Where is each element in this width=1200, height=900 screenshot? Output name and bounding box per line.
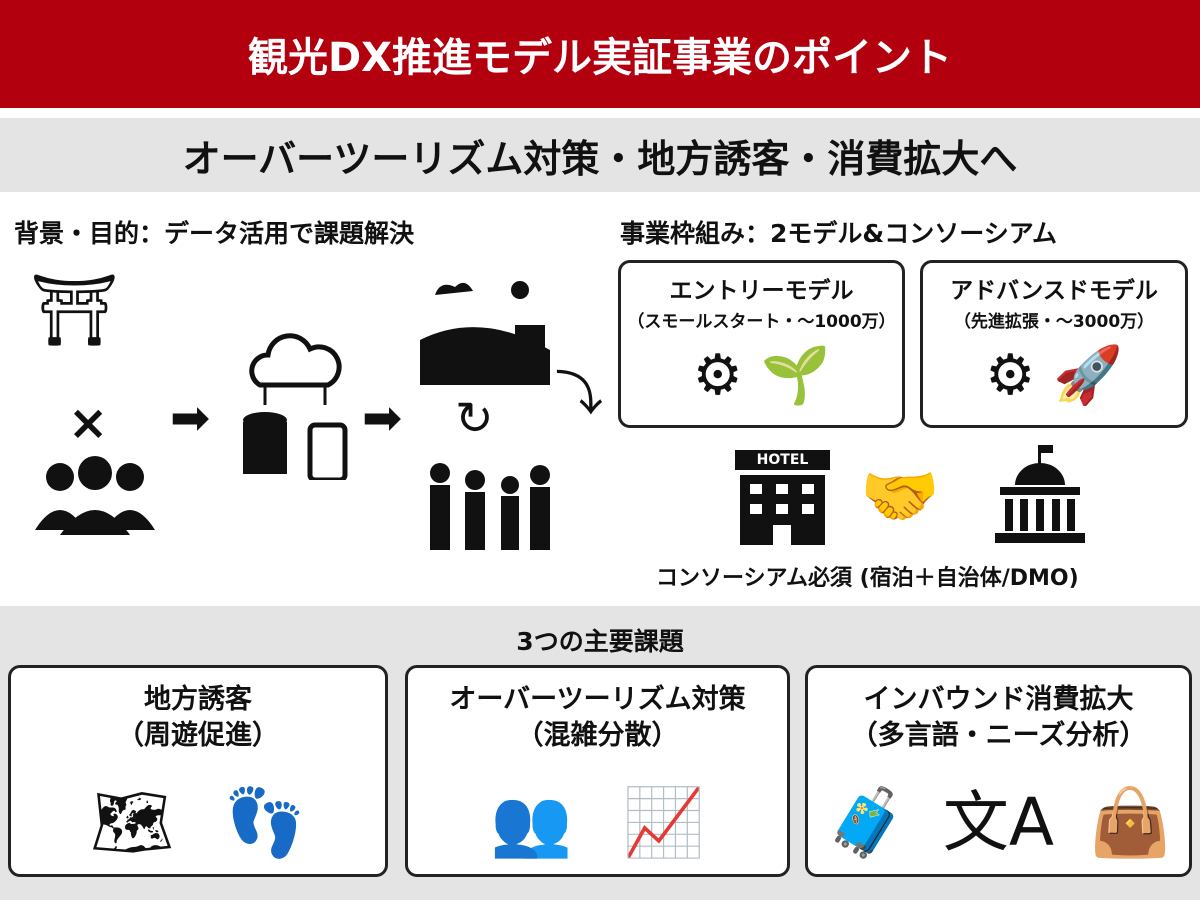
arrow-right-icon: ➡ bbox=[170, 390, 211, 446]
advanced-model-sub: （先進拡張・～3000万） bbox=[953, 312, 1155, 332]
handshake-icon: 🤝 bbox=[860, 460, 940, 534]
cheering-people-icon bbox=[420, 455, 560, 559]
issue-card-overtourism: オーバーツーリズム対策 （混雑分散） 👥 📈 bbox=[405, 665, 790, 877]
header-title: 観光DX推進モデル実証事業のポイント bbox=[0, 0, 1200, 108]
cloud-database-phone-icon bbox=[240, 330, 350, 489]
issue-sub: （混雑分散） bbox=[516, 720, 679, 751]
shopping-bag-icon: 👜 bbox=[1089, 784, 1172, 861]
arrow-right-icon: ➡ bbox=[362, 390, 403, 446]
background-heading: 背景・目的：データ活用で課題解決 bbox=[14, 219, 415, 248]
issue-sub: （多言語・ニーズ分析） bbox=[850, 720, 1147, 751]
framework-heading: 事業枠組み：2モデル&コンソーシアム bbox=[620, 219, 1057, 248]
multiply-sign: × bbox=[68, 395, 109, 451]
translate-icon: 文A bbox=[942, 784, 1055, 861]
subtitle: オーバーツーリズム対策・地方誘客・消費拡大へ bbox=[0, 118, 1200, 192]
consortium-label: コンソーシアム必須 (宿泊＋自治体/DMO) bbox=[656, 566, 1079, 591]
issue-card-inbound: インバウンド消費拡大 （多言語・ニーズ分析） 🧳 文A 👜 bbox=[805, 665, 1192, 877]
entry-model-sub: （スモールスタート・～1000万） bbox=[627, 312, 896, 332]
people-group-icon bbox=[30, 455, 160, 547]
advanced-model-card: アドバンスドモデル （先進拡張・～3000万） ⚙ 🚀 bbox=[920, 260, 1188, 428]
crowd-dispersal-icon: 👥 bbox=[490, 784, 573, 861]
advanced-model-title: アドバンスドモデル bbox=[950, 278, 1158, 304]
hotel-icon: HOTEL bbox=[735, 450, 830, 545]
map-pin-icon: 🗺 bbox=[90, 784, 174, 861]
countryside-icon bbox=[420, 270, 560, 394]
issue-title: オーバーツーリズム対策 bbox=[449, 684, 746, 715]
refresh-cycle-icon: ↻ bbox=[455, 391, 494, 445]
issue-sub: （周遊促進） bbox=[117, 720, 279, 751]
issue-title: インバウンド消費拡大 bbox=[863, 684, 1134, 715]
entry-model-card: エントリーモデル （スモールスタート・～1000万） ⚙ 🌱 bbox=[618, 260, 905, 428]
gear-rocket-icon: ⚙ 🚀 bbox=[985, 343, 1123, 408]
government-building-icon bbox=[990, 445, 1090, 549]
bar-chart-growth-icon: 📈 bbox=[622, 784, 705, 861]
curved-arrow-icon: ⤵ bbox=[555, 366, 604, 422]
temple-crowd-icon: ⛩ bbox=[30, 269, 119, 351]
issue-card-regional: 地方誘客 （周遊促進） 🗺 👣 bbox=[8, 665, 388, 877]
entry-model-title: エントリーモデル bbox=[669, 278, 854, 304]
footprints-icon: 👣 bbox=[223, 784, 306, 861]
issues-heading: 3つの主要課題 bbox=[516, 627, 684, 656]
hotel-sign: HOTEL bbox=[735, 450, 830, 470]
traveler-luggage-icon: 🧳 bbox=[825, 784, 908, 861]
issue-title: 地方誘客 bbox=[144, 684, 252, 715]
gears-sprout-icon: ⚙ 🌱 bbox=[692, 343, 831, 408]
